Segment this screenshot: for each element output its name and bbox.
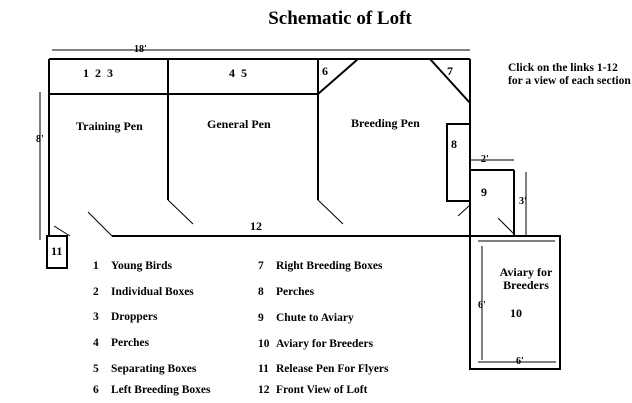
section-9-link[interactable]: 9: [481, 185, 487, 199]
dimension-label-3ft: 3': [519, 196, 527, 207]
chute-diagonal-right: [497, 217, 515, 235]
chute-diagonal-left: [457, 204, 471, 217]
door-diagonal-training: [87, 211, 113, 237]
breeding-box-7-diagonal: [429, 58, 471, 104]
release-pen-11: [46, 235, 68, 269]
section-7-link[interactable]: 7: [447, 64, 453, 78]
aviary-outer: [469, 235, 561, 370]
page-title: Schematic of Loft: [268, 8, 412, 29]
dimension-label-6ft-horizontal: 6': [516, 356, 524, 367]
perches-box-8: [446, 123, 471, 202]
section-11-link[interactable]: 11: [51, 244, 63, 258]
section-4-5-link[interactable]: 4 5: [229, 66, 247, 80]
section-12-link[interactable]: 12: [250, 219, 262, 233]
breeding-box-6-diagonal: [317, 58, 359, 95]
training-pen-label: Training Pen: [76, 119, 143, 133]
section-6-link[interactable]: 6: [322, 64, 328, 78]
dimension-label-2ft: 2': [481, 154, 489, 165]
section-10-link[interactable]: 10: [510, 306, 522, 320]
dimension-label-8ft: 8': [36, 134, 44, 145]
breeding-pen-label: Breeding Pen: [351, 116, 420, 130]
aviary-label: Aviary for Breeders: [499, 265, 553, 292]
dimension-label-6ft-vertical: 6': [478, 300, 486, 311]
section-8-link[interactable]: 8: [451, 137, 457, 151]
instructions-note: Click on the links 1-12 for a view of ea…: [508, 62, 631, 87]
dimension-label-18ft: 18': [134, 44, 147, 55]
door-diagonal-breeding: [317, 199, 344, 225]
release-pen-diagonal: [53, 225, 71, 237]
general-pen-label: General Pen: [207, 117, 271, 131]
section-1-2-3-link[interactable]: 1 2 3: [83, 66, 113, 80]
door-diagonal-general: [167, 199, 194, 225]
